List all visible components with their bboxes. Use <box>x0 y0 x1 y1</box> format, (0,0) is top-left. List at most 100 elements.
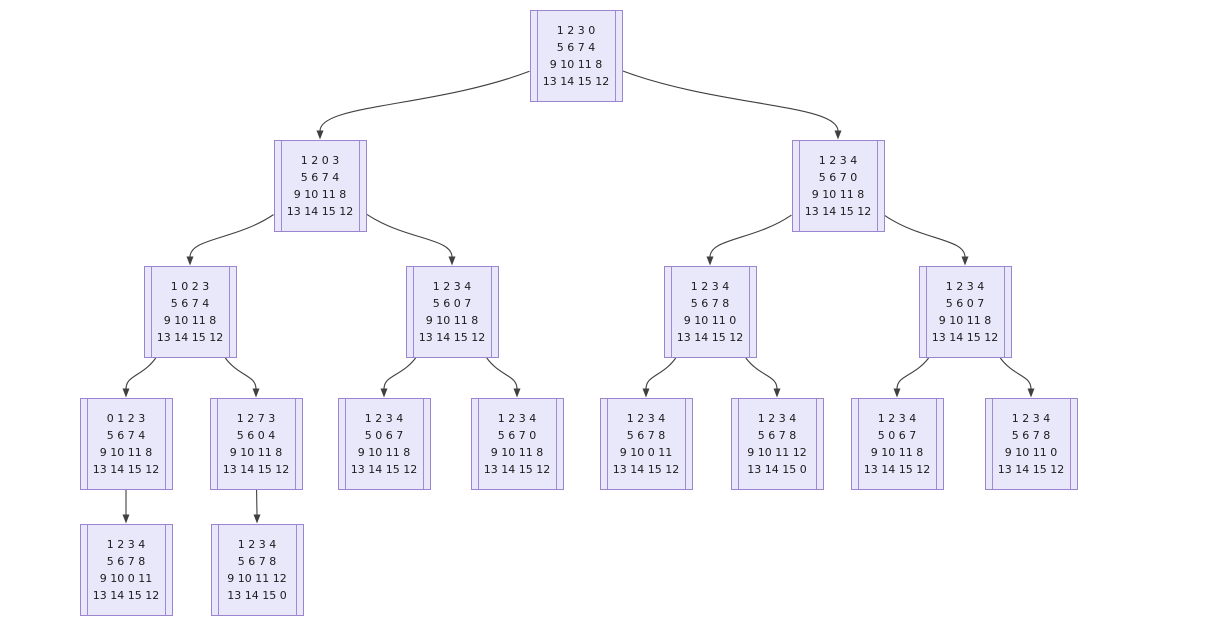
node-side-line <box>748 267 750 357</box>
puzzle-row: 1 2 3 4 <box>237 538 277 551</box>
edge-arrowhead-icon <box>448 256 456 266</box>
puzzle-row: 5 0 6 7 <box>877 429 917 442</box>
puzzle-row: 5 6 7 4 <box>556 41 596 54</box>
node-side-line <box>490 267 492 357</box>
node-side-line <box>412 267 414 357</box>
puzzle-row: 1 2 3 4 <box>626 412 666 425</box>
puzzle-row: 9 10 0 11 <box>99 572 153 585</box>
node-side-line <box>1003 267 1005 357</box>
node-side-line <box>606 399 608 489</box>
puzzle-row: 9 10 11 8 <box>811 188 865 201</box>
tree-edge <box>645 357 677 390</box>
puzzle-row: 5 6 7 8 <box>626 429 666 442</box>
puzzle-row: 1 2 3 4 <box>690 280 730 293</box>
puzzle-row: 9 10 11 8 <box>425 314 479 327</box>
puzzle-grid-text: 1 2 3 0 5 6 7 4 9 10 11 8 13 14 15 12 <box>538 22 615 90</box>
node-side-line <box>280 141 282 231</box>
edge-arrowhead-icon <box>122 514 130 524</box>
node-side-line <box>164 399 166 489</box>
node-side-line <box>294 399 296 489</box>
edge-arrowhead-icon <box>316 130 324 140</box>
puzzle-row: 9 10 11 8 <box>938 314 992 327</box>
node-side-line <box>295 525 297 615</box>
edge-arrowhead-icon <box>834 130 842 140</box>
node-side-line <box>422 399 424 489</box>
node-side-line <box>216 399 218 489</box>
node-side-line <box>670 267 672 357</box>
puzzle-row: 5 6 7 8 <box>237 555 277 568</box>
puzzle-row: 1 2 3 4 <box>1011 412 1051 425</box>
puzzle-row: 9 10 11 8 <box>293 188 347 201</box>
puzzle-row: 13 14 15 0 <box>227 589 287 602</box>
tree-edge <box>999 357 1032 390</box>
node-side-line <box>815 399 817 489</box>
puzzle-row: 13 14 15 12 <box>863 463 931 476</box>
node-side-line <box>358 141 360 231</box>
puzzle-row: 5 6 7 4 <box>170 297 210 310</box>
node-side-line <box>876 141 878 231</box>
puzzle-row: 13 14 15 12 <box>676 331 744 344</box>
node-side-line <box>798 141 800 231</box>
tree-edge <box>224 357 257 390</box>
puzzle-row: 0 1 2 3 <box>106 412 146 425</box>
node-side-line <box>614 11 616 101</box>
puzzle-row: 13 14 15 12 <box>804 205 872 218</box>
tree-edge <box>884 214 966 258</box>
puzzle-row: 1 2 3 0 <box>556 24 596 37</box>
puzzle-row: 1 2 0 3 <box>300 154 340 167</box>
puzzle-row: 9 10 11 8 <box>229 446 283 459</box>
tree-edge <box>486 357 518 390</box>
node-side-line <box>857 399 859 489</box>
node-side-line <box>737 399 739 489</box>
puzzle-row: 5 6 7 0 <box>818 171 858 184</box>
puzzle-row: 5 6 7 4 <box>106 429 146 442</box>
puzzle-row: 13 14 15 12 <box>542 75 610 88</box>
puzzle-row: 5 6 0 7 <box>432 297 472 310</box>
puzzle-row: 9 10 11 0 <box>1004 446 1058 459</box>
puzzle-row: 13 14 15 0 <box>747 463 807 476</box>
puzzle-row: 9 10 11 8 <box>357 446 411 459</box>
node-side-line <box>555 399 557 489</box>
edge-arrowhead-icon <box>122 388 130 398</box>
puzzle-row: 9 10 11 8 <box>549 58 603 71</box>
edge-arrowhead-icon <box>893 388 901 398</box>
edge-arrowhead-icon <box>1027 388 1035 398</box>
puzzle-row: 1 2 3 4 <box>818 154 858 167</box>
puzzle-row: 5 6 7 8 <box>1011 429 1051 442</box>
tree-edge <box>125 357 157 390</box>
puzzle-row: 13 14 15 12 <box>286 205 354 218</box>
puzzle-row: 13 14 15 12 <box>350 463 418 476</box>
edge-arrowhead-icon <box>961 256 969 266</box>
tree-edge <box>745 357 778 390</box>
tree-edge <box>319 70 530 132</box>
node-side-line <box>925 267 927 357</box>
puzzle-row: 5 6 7 8 <box>690 297 730 310</box>
puzzle-row: 1 2 3 4 <box>877 412 917 425</box>
edge-arrowhead-icon <box>252 388 260 398</box>
puzzle-row: 9 10 11 8 <box>99 446 153 459</box>
puzzle-state-node: 1 2 3 0 5 6 7 4 9 10 11 8 13 14 15 12 <box>529 10 623 102</box>
edge-arrowhead-icon <box>513 388 521 398</box>
node-side-line <box>217 525 219 615</box>
puzzle-row: 5 6 0 7 <box>945 297 985 310</box>
